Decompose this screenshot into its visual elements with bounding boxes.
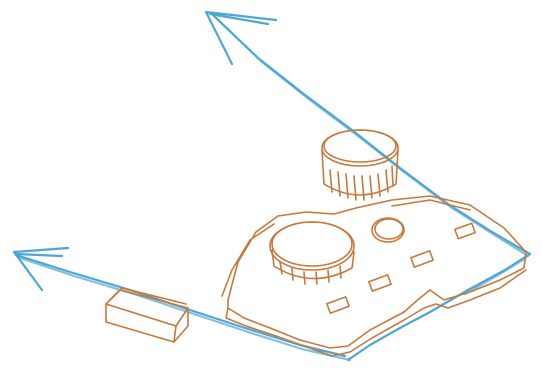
blue-axis-arrows [14,12,530,360]
orange-round-button [372,218,404,242]
orange-device-board-inner [222,200,470,296]
blue-axis-bottom-right [348,254,530,360]
orange-cylinder-knob [270,222,354,284]
blue-axis-arrow-up-stroke2 [216,18,528,256]
blue-axis-arrow-up [212,14,530,254]
orange-device [106,130,526,356]
orange-cylinder-top [322,130,398,200]
orange-device-board [228,196,526,348]
